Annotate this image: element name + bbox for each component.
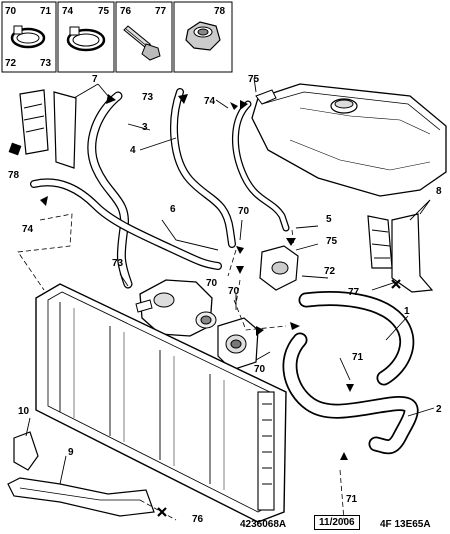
x-marker-76 <box>157 507 167 517</box>
legend-label-73: 73 <box>40 58 52 69</box>
legend-box-bolt-76-77: 76 77 <box>115 1 173 73</box>
callout-78: 78 <box>8 170 20 181</box>
legend-box-clamp-70-73: 70 71 72 73 <box>1 1 57 73</box>
legend-label-77: 77 <box>155 6 167 17</box>
callout-77: 77 <box>348 287 360 298</box>
legend-label-72: 72 <box>5 58 17 69</box>
x-marker-77 <box>391 279 401 289</box>
callout-73-mid: 73 <box>112 258 124 269</box>
hose-3 <box>87 91 133 289</box>
radiator <box>35 283 287 523</box>
hose-2 <box>282 332 419 455</box>
callout-72: 72 <box>324 266 336 277</box>
callout-71-mid: 71 <box>352 352 364 363</box>
expansion-tank <box>251 83 447 197</box>
callout-5: 5 <box>326 214 332 225</box>
heat-exchanger <box>217 317 259 371</box>
legend-label-71: 71 <box>40 6 52 17</box>
hose-4 <box>170 88 236 248</box>
callout-75-top: 75 <box>248 74 260 85</box>
callout-10: 10 <box>18 406 30 417</box>
legend-box-nut-78: 78 <box>173 1 233 73</box>
callout-2: 2 <box>436 404 442 415</box>
legend-label-78: 78 <box>214 6 226 17</box>
callout-73-top: 73 <box>142 92 154 103</box>
legend-label-75: 75 <box>98 6 110 17</box>
callout-9: 9 <box>68 447 74 458</box>
bracket-7 <box>8 89 77 169</box>
callout-1: 1 <box>404 306 410 317</box>
callout-8: 8 <box>436 186 442 197</box>
bracket-8 <box>367 213 434 293</box>
callout-70-low: 70 <box>254 364 266 375</box>
callout-74-left: 74 <box>22 224 34 235</box>
legend-label-70: 70 <box>5 6 17 17</box>
legend-label-76: 76 <box>120 6 132 17</box>
arrowheads <box>40 94 354 460</box>
legend-box-clamp-74-75: 74 75 <box>57 1 115 73</box>
callout-75-mid: 75 <box>326 236 338 247</box>
water-outlet-housing <box>135 279 217 337</box>
legend-label-74: 74 <box>62 6 74 17</box>
hose-5 <box>232 100 290 232</box>
reference-code: 4236068A <box>240 519 287 530</box>
callout-7: 7 <box>92 74 98 85</box>
bracket-9-10 <box>7 431 155 517</box>
callout-71-low: 71 <box>346 494 358 505</box>
callout-74-top: 74 <box>204 96 216 107</box>
callout-76: 76 <box>192 514 204 525</box>
callout-labels: 7 73 75 74 3 4 78 8 74 6 70 5 75 73 72 7… <box>8 74 442 525</box>
leader-lines <box>25 77 435 485</box>
callout-4: 4 <box>130 145 136 156</box>
hose-1 <box>298 291 415 386</box>
callout-70-center: 70 <box>228 286 240 297</box>
hose-6 <box>30 178 222 270</box>
guide-lines <box>17 213 345 521</box>
callout-6: 6 <box>170 204 176 215</box>
callout-3: 3 <box>142 122 148 133</box>
callout-70-left: 70 <box>206 278 218 289</box>
date-stamp: 11/2006 <box>314 515 360 530</box>
callout-70-mid: 70 <box>238 206 250 217</box>
plate-code: 4F 13E65A <box>380 519 431 530</box>
thermostat-housing-72 <box>259 245 299 291</box>
